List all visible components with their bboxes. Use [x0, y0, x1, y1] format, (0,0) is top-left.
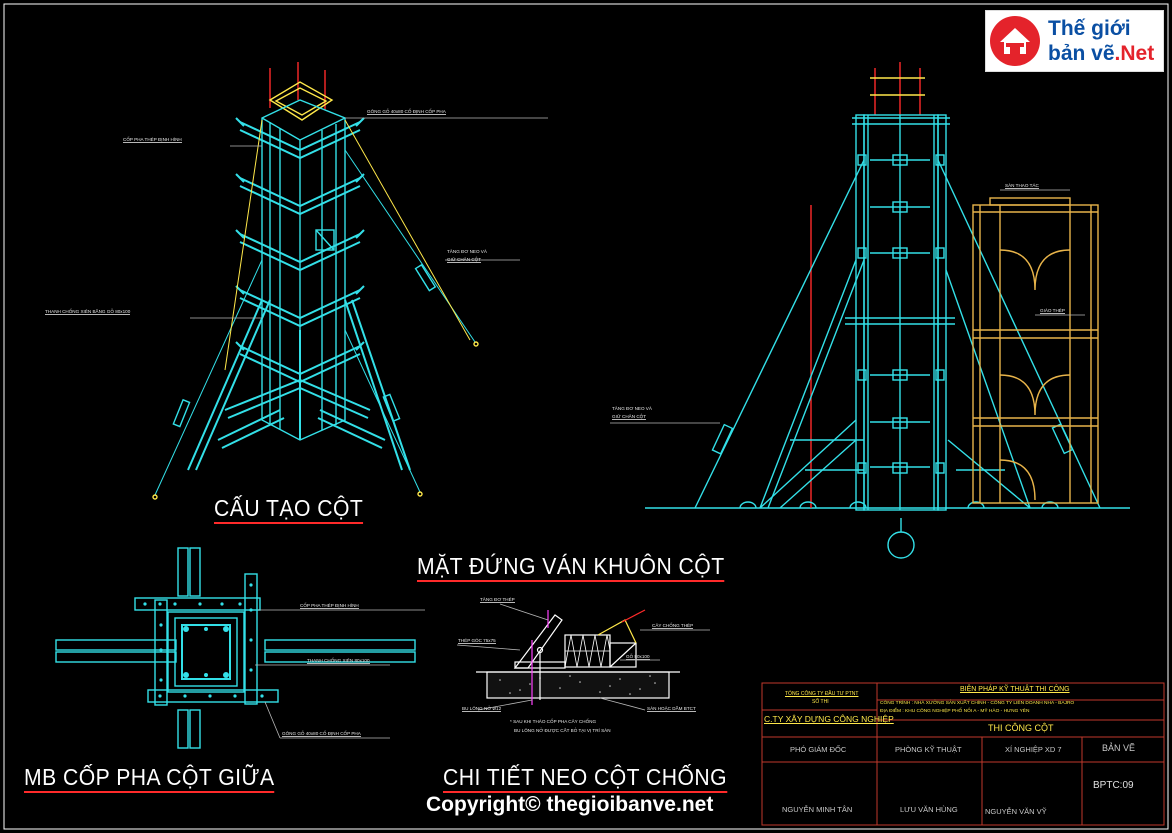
label-iso-wood-brace: THANH CHỐNG XIÊN BẰNG GỖ 80x100	[45, 309, 131, 316]
isometric-column-drawing	[152, 62, 479, 500]
label-iso-steel-formwork: CỐP PHA THÉP ĐỊNH HÌNH	[123, 137, 182, 144]
title-brace-anchor-detail: CHI TIẾT NEO CỘT CHỐNG	[443, 766, 728, 793]
column-plan-drawing	[55, 547, 416, 749]
label-iso-turnbuckle: TĂNG ĐƠ NEO VÀ	[447, 249, 487, 254]
label-elev-platform: SÀN THAO TÁC	[1005, 183, 1039, 190]
label-plan-steel-formwork: CỐP PHA THÉP ĐỊNH HÌNH	[300, 603, 359, 610]
tb-name-2: LƯU VĂN HÙNG	[900, 805, 958, 814]
house-logo-icon	[990, 16, 1040, 66]
title-middle-column-plan: MB CỐP PHA CỘT GIỮA	[24, 766, 275, 793]
tb-owner: TỔNG CÔNG TY ĐẦU TƯ PTNT	[785, 691, 859, 697]
tb-project: CÔNG TRÌNH : NHÀ XƯỞNG SẢN XUẤT CHÍNH - …	[880, 701, 1075, 706]
label-det-wood: GỖ 80x100	[626, 654, 650, 661]
tb-sheet-no: BPTC:09	[1093, 780, 1134, 791]
anchor-detail-drawing	[476, 609, 680, 705]
label-det-steel-brace: CÂY CHỐNG THÉP	[652, 623, 694, 630]
iso-leader-lines	[190, 117, 548, 319]
tb-company: C.TY XÂY DỰNG CÔNG NGHIỆP	[764, 714, 894, 724]
tb-role-3: XÍ NGHIỆP XD 7	[1005, 745, 1062, 754]
tb-drawing-name: THI CÔNG CỘT	[988, 723, 1054, 733]
label-det-angle: THÉP GÓC 75x75	[458, 638, 496, 645]
label-det-anchor-bolt: BU LÔNG NỞ Ø12	[462, 706, 502, 713]
tb-role-1: PHÓ GIÁM ĐỐC	[790, 745, 847, 754]
logo-text-main: bản vẽ	[1048, 42, 1115, 65]
label-elev-turnbuckle: TĂNG ĐƠ NEO VÀ	[612, 406, 652, 411]
label-det-slab: SÀN HOẶC DẦM BTCT	[647, 706, 696, 713]
label-det-note-2: BU LÔNG NỞ ĐƯỢC CẮT BỎ TẠI VỊ TRÍ SÀN	[514, 728, 611, 733]
label-plan-brace: THANH CHỐNG XIÊN 80x100	[307, 658, 370, 665]
title-column-structure: CẤU TẠO CỘT	[214, 497, 364, 524]
label-iso-top-collar: GÔNG GỖ 40x80 CỐ ĐỊNH CỐP PHA	[367, 109, 446, 116]
label-elev-turnbuckle-2: GIỮ CHÂN CỘT	[612, 414, 647, 421]
formwork-elevation-drawing	[645, 62, 1130, 559]
tb-role-2: PHÒNG KỸ THUẬT	[895, 745, 962, 754]
tb-owner-sub: SỐ THI	[812, 699, 829, 705]
tb-method-title: BIỆN PHÁP KỸ THUẬT THI CÔNG	[960, 686, 1070, 693]
label-elev-scaffold: GIÀO THÉP	[1040, 308, 1065, 315]
title-formwork-elevation: MẶT ĐỨNG VÁN KHUÔN CỘT	[417, 555, 725, 582]
tb-role-4: BẢN VẼ	[1102, 743, 1136, 753]
logo-text-suffix: .Net	[1114, 42, 1155, 65]
tb-name-3: NGUYỄN VĂN VỸ	[985, 807, 1047, 816]
label-det-turnbuckle: TĂNG ĐƠ THÉP	[480, 597, 515, 604]
tb-location: ĐỊA ĐIỂM : KHU CÔNG NGHIỆP PHỐ NỐI A - M…	[880, 709, 1030, 714]
logo-text-line2: bản vẽ.Net	[1048, 42, 1154, 66]
label-iso-turnbuckle-2: GIỮ CHÂN CỘT	[447, 257, 482, 264]
label-plan-collar: GÔNG GỖ 40x80 CỐ ĐỊNH CỐP PHA	[282, 731, 361, 738]
tb-name-1: NGUYỄN MINH TÂN	[782, 805, 853, 814]
site-logo[interactable]: Thế giới bản vẽ.Net	[985, 10, 1164, 72]
plan-leader-lines	[255, 609, 425, 739]
title-block-grid	[761, 682, 1165, 826]
copyright-watermark: Copyright© thegioibanve.net	[426, 793, 714, 816]
elev-leader-lines	[610, 189, 1085, 424]
label-det-note-1: * SAU KHI THÁO CỐP PHA CÂY CHỐNG	[510, 719, 597, 724]
logo-text-line1: Thế giới	[1048, 17, 1131, 40]
